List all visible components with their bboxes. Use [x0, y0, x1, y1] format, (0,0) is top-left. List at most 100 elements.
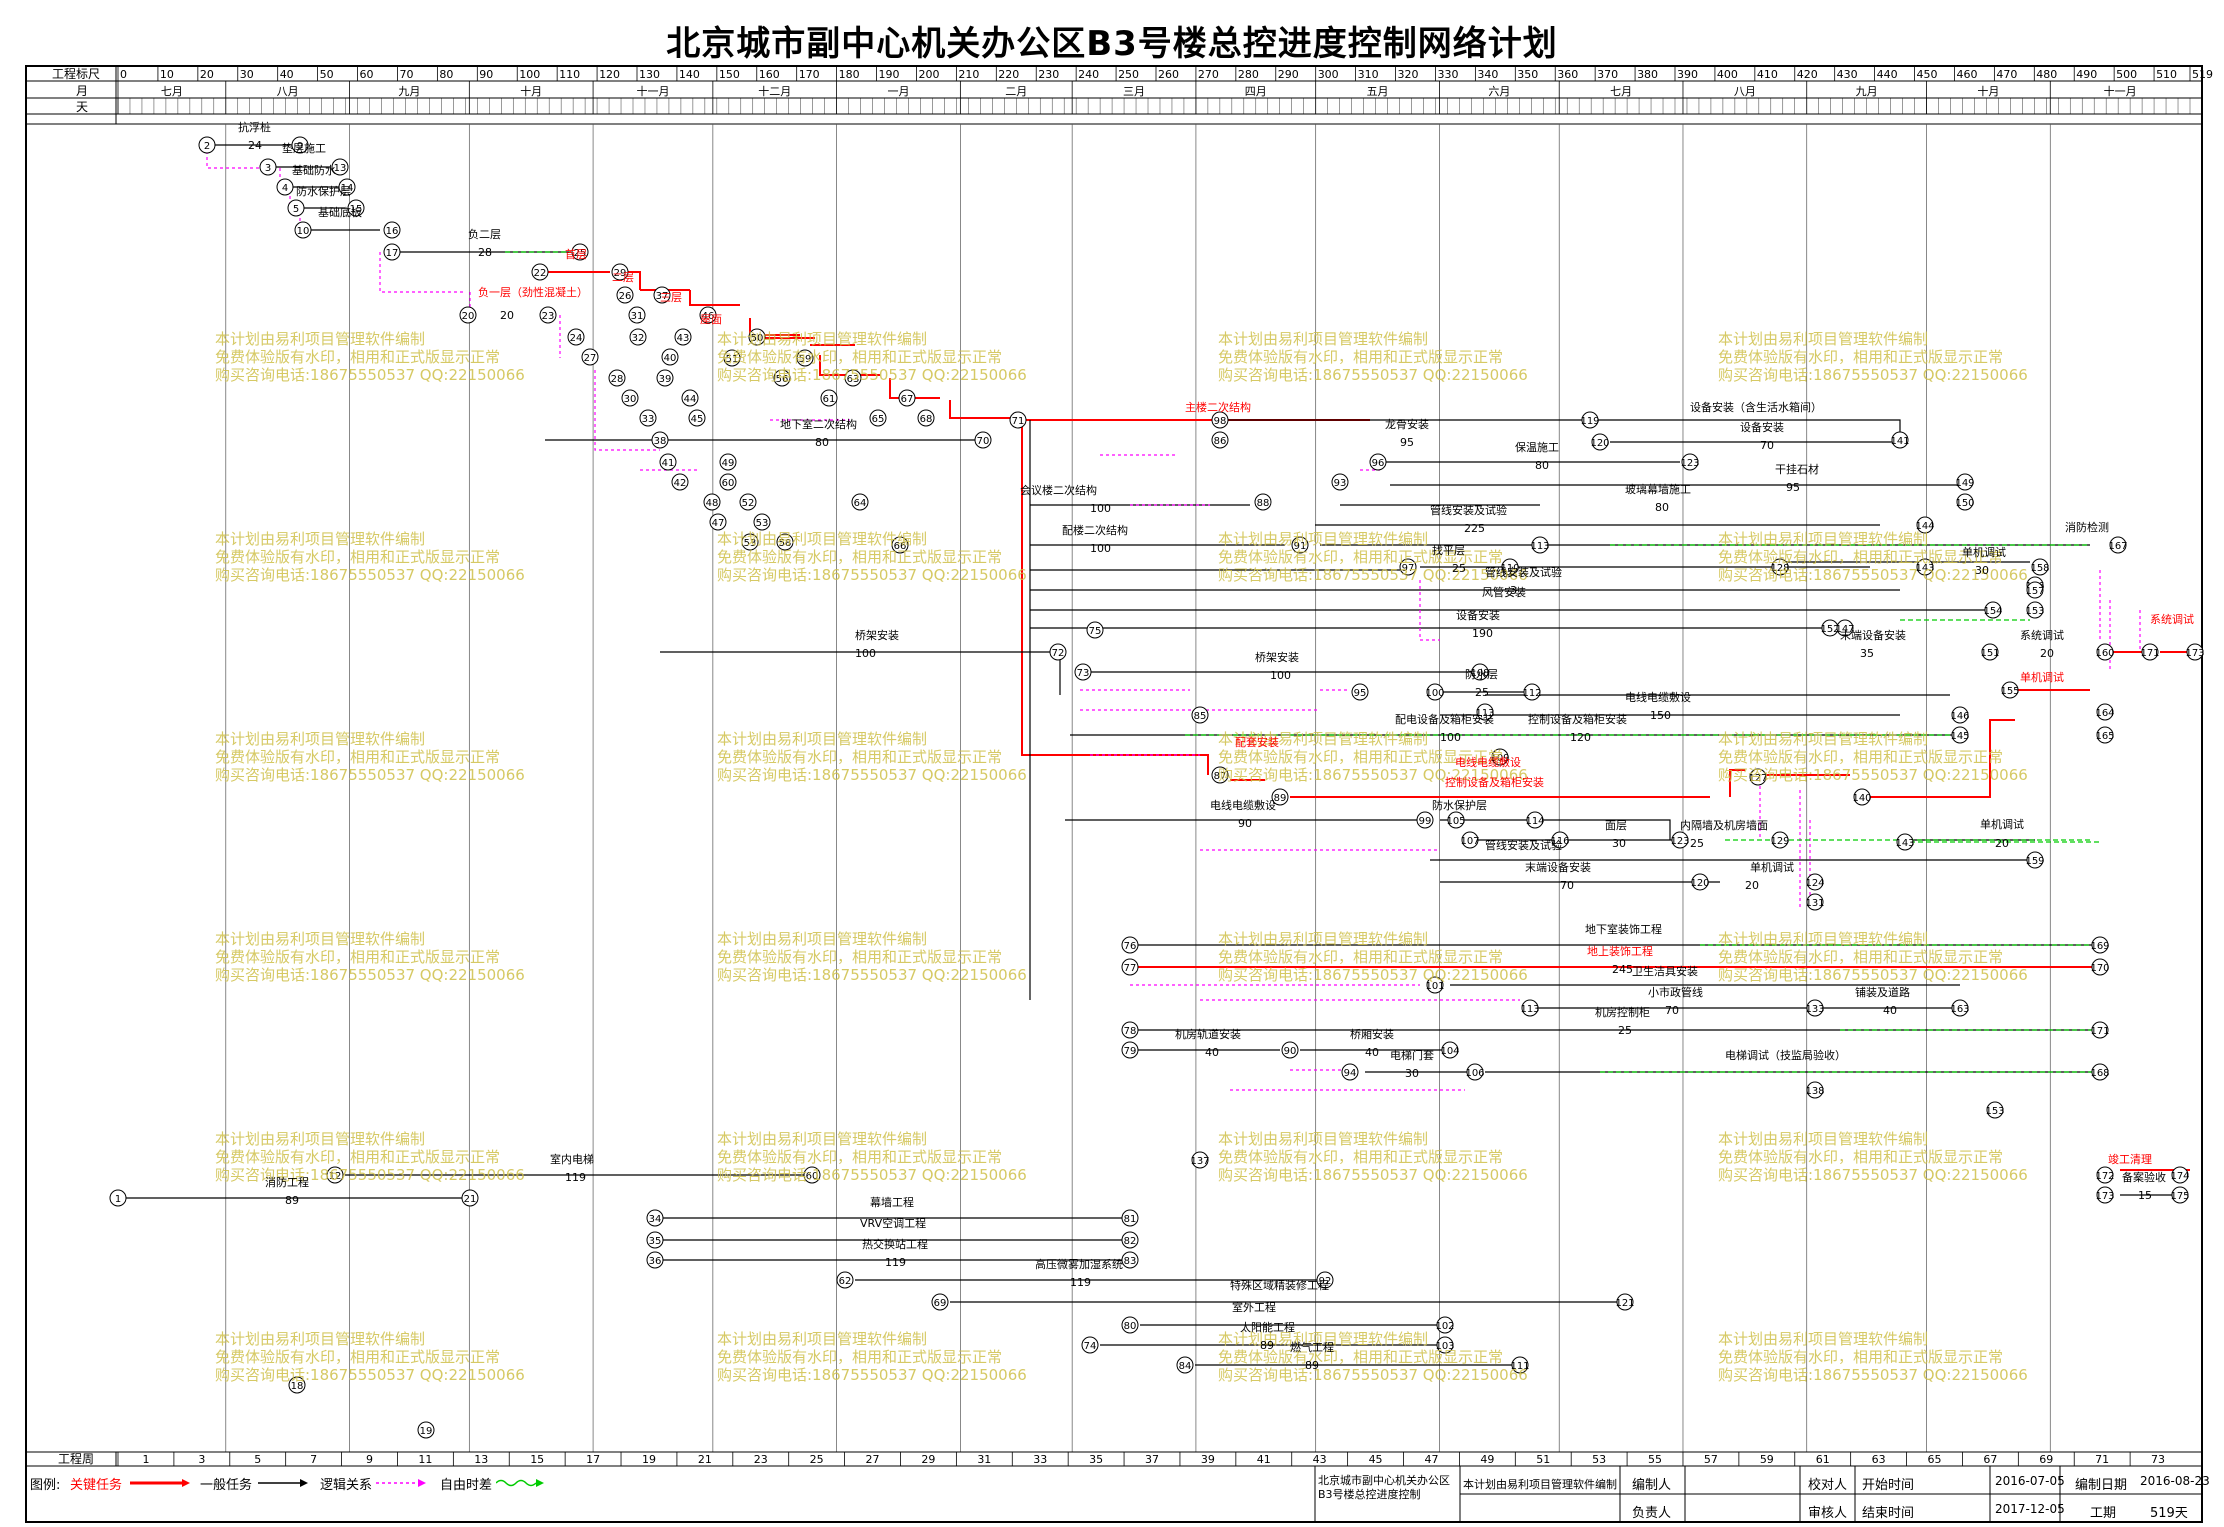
node-circle: [2091, 958, 2109, 976]
week-cell-label: 61: [1816, 1453, 1830, 1466]
node-circle: [1526, 811, 1544, 829]
node-circle: [1511, 1356, 1529, 1374]
node-circle: [198, 136, 216, 154]
node-circle: [1691, 873, 1709, 891]
network-node: 113: [1520, 999, 1540, 1017]
task-label: 内隔墙及机房墙面: [1680, 819, 1768, 832]
watermark-block: 本计划由易利项目管理软件编制免费体验版有水印，相用和正式版显示正常购买咨询电话:…: [1218, 1330, 1528, 1384]
node-circle: [1591, 433, 1609, 451]
node-number: 40: [664, 353, 677, 364]
week-cell-label: 71: [2095, 1453, 2109, 1466]
watermark-line: 购买咨询电话:18675550537 QQ:22150066: [1218, 1366, 1528, 1384]
network-node: 87: [1211, 766, 1229, 784]
network-node: 74: [1081, 1336, 1099, 1354]
network-node: 19: [417, 1421, 435, 1439]
scale-tick-label: 80: [439, 68, 453, 81]
node-circle: [739, 493, 757, 511]
network-node: 23: [539, 306, 557, 324]
node-circle: [1616, 1293, 1634, 1311]
month-cells: 七月八月九月十月十一月十二月一月二月三月四月五月六月七月八月九月十月十一月: [117, 81, 2137, 114]
watermark-line: 购买咨询电话:18675550537 QQ:22150066: [1718, 566, 2028, 584]
task-label: 80: [1655, 501, 1669, 514]
task-label: 70: [1560, 879, 1574, 892]
watermark-line: 免费体验版有水印，相用和正式版显示正常: [1218, 948, 1504, 966]
node-number: 91: [1294, 541, 1307, 552]
network-node: 20: [459, 306, 477, 324]
watermark-line: 购买咨询电话:18675550537 QQ:22150066: [215, 1166, 525, 1184]
week-cell-label: 37: [1145, 1453, 1159, 1466]
watermark-line: 购买咨询电话:18675550537 QQ:22150066: [1718, 1366, 2028, 1384]
legend-logic: 逻辑关系: [320, 1478, 373, 1493]
watermark-block: 本计划由易利项目管理软件编制免费体验版有水印，相用和正式版显示正常购买咨询电话:…: [1218, 530, 1528, 584]
node-number: 90: [1284, 1046, 1297, 1057]
page-title: 北京城市副中心机关办公区B3号楼总控进度控制网络计划: [666, 24, 1558, 64]
week-cell-label: 3: [198, 1453, 205, 1466]
node-circle: [1291, 536, 1309, 554]
node-number: 32: [632, 333, 645, 344]
scale-tick-label: 240: [1078, 68, 1099, 81]
task-label: 抗浮桩: [238, 121, 271, 134]
node-circle: [1551, 831, 1569, 849]
watermark-line: 本计划由易利项目管理软件编制: [1218, 730, 1429, 748]
node-circle: [1466, 1063, 1484, 1081]
network-node: 112: [1522, 683, 1542, 701]
day-label: 天: [76, 100, 88, 114]
scale-label: 工程标尺: [52, 66, 100, 81]
task-label: 30: [1405, 1067, 1419, 1080]
node-number: 56: [776, 374, 789, 385]
node-circle: [1331, 473, 1349, 491]
task-label: 20: [2040, 647, 2054, 660]
node-number: 165: [2095, 731, 2114, 742]
network-node: 81: [1121, 1209, 1139, 1227]
node-number: 74: [1084, 1341, 1097, 1352]
network-node: 83: [1121, 1251, 1139, 1269]
node-number: 95: [1354, 688, 1367, 699]
node-number: 121: [1615, 1298, 1634, 1309]
node-circle: [2109, 536, 2127, 554]
scale-tick-label: 410: [1757, 68, 1778, 81]
node-circle: [639, 409, 657, 427]
node-number: 145: [1950, 731, 1969, 742]
task-label: 负二层: [468, 228, 501, 241]
watermark-line: 免费体验版有水印，相用和正式版显示正常: [215, 1148, 501, 1166]
crit-arrow: [1021, 420, 1209, 775]
node-circle: [661, 348, 679, 366]
network-node: 171: [2140, 643, 2160, 661]
node-number: 116: [1550, 836, 1569, 847]
scale-tick-label: 230: [1038, 68, 1059, 81]
node-number: 83: [1124, 1256, 1137, 1267]
node-circle: [1121, 1316, 1139, 1334]
watermark-line: 本计划由易利项目管理软件编制: [215, 1330, 426, 1348]
node-circle: [1984, 601, 2002, 619]
node-number: 17: [386, 248, 399, 259]
task-label: 地下室装饰工程: [1585, 923, 1662, 936]
node-number: 76: [1124, 941, 1137, 952]
network-node: 175: [2170, 1186, 2190, 1204]
task-label: VRV空调工程: [860, 1217, 927, 1230]
task-label: 119: [885, 1256, 906, 1269]
network-node: 101: [1425, 976, 1445, 994]
network-node: 62: [836, 1271, 854, 1289]
node-number: 25: [574, 248, 587, 259]
legend-critical: 关键任务: [70, 1478, 123, 1493]
node-number: 100: [1425, 688, 1444, 699]
network-node: 94: [1341, 1063, 1359, 1081]
network-node: 17: [383, 243, 401, 261]
week-cell-label: 19: [642, 1453, 656, 1466]
week-cell-label: 73: [2151, 1453, 2165, 1466]
network-node: 77: [1121, 958, 1139, 976]
node-circle: [2096, 726, 2114, 744]
month-label-cell: 十月: [520, 84, 542, 98]
network-node: 153: [1985, 1101, 2005, 1119]
node-circle: [629, 328, 647, 346]
month-label: 月: [76, 84, 88, 98]
network-node: 144: [1915, 516, 1935, 534]
task-label: 干挂石材: [1775, 463, 1819, 476]
scale-tick-label: 190: [879, 68, 900, 81]
node-number: 10: [297, 226, 310, 237]
node-number: 61: [823, 394, 836, 405]
watermark-line: 购买咨询电话:18675550537 QQ:22150066: [717, 766, 1027, 784]
watermark-line: 购买咨询电话:18675550537 QQ:22150066: [215, 1366, 525, 1384]
